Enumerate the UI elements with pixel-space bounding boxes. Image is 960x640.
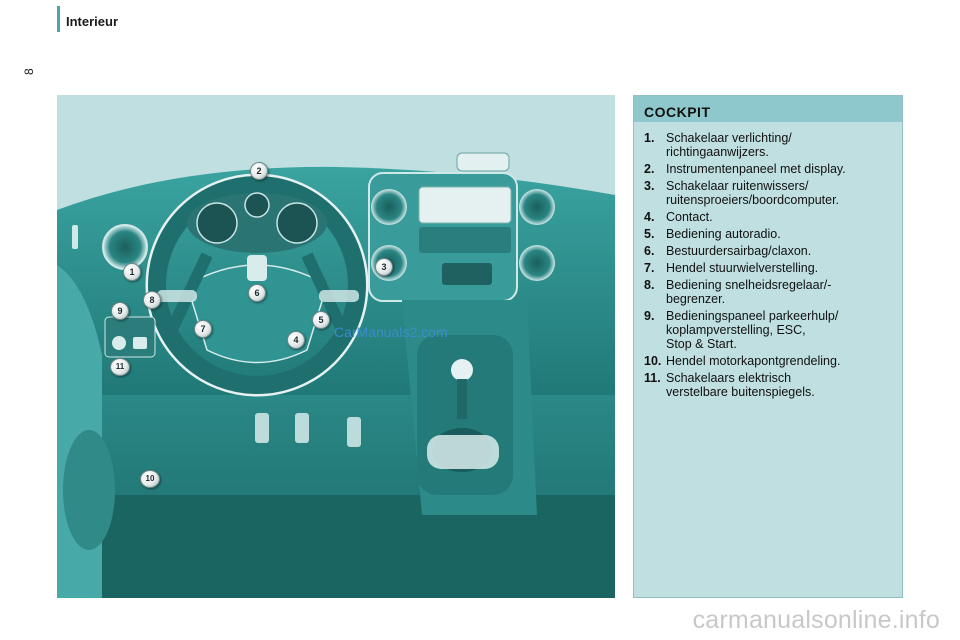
- legend-item: 2. Instrumentenpaneel met display.: [644, 162, 894, 176]
- legend-item-text: Bestuurdersairbag/claxon.: [666, 244, 812, 258]
- legend-item: 7. Hendel stuurwielverstelling.: [644, 261, 894, 275]
- legend-header: COCKPIT: [634, 96, 902, 122]
- legend-panel: COCKPIT 1. Schakelaar verlichting/ richti…: [633, 95, 903, 598]
- legend-item-number: 9.: [644, 309, 655, 323]
- legend-item-number: 8.: [644, 278, 655, 292]
- legend-item-text: Schakelaar ruitenwissers/ ruitensproeier…: [666, 179, 840, 207]
- callout-1: 1: [123, 263, 141, 281]
- legend-item-text: Schakelaar verlichting/ richtingaanwijze…: [666, 131, 792, 159]
- legend-item-number: 10.: [644, 354, 662, 368]
- legend-title: COCKPIT: [644, 104, 711, 120]
- legend-item: 11. Schakelaars elektrisch verstelbare bu…: [644, 371, 894, 399]
- page-number: 8: [22, 68, 36, 75]
- legend-item: 1. Schakelaar verlichting/ richtingaanwij…: [644, 131, 894, 159]
- cockpit-drawing: [57, 95, 615, 598]
- legend-item-number: 6.: [644, 244, 655, 258]
- legend-item: 9. Bedieningspaneel parkeerhulp/ koplampv…: [644, 309, 894, 351]
- callout-4: 4: [287, 331, 305, 349]
- header-accent-bar: [57, 6, 60, 32]
- legend-item-text: Contact.: [666, 210, 713, 224]
- cockpit-illustration: 1 2 3 4 5 6 7 8 9 10 11 CarManuals2.com: [57, 95, 615, 598]
- callout-6: 6: [248, 284, 266, 302]
- section-title: Interieur: [66, 14, 119, 29]
- callout-2: 2: [250, 162, 268, 180]
- callout-5: 5: [312, 311, 330, 329]
- legend-item-text: Hendel motorkapontgrendeling.: [666, 354, 841, 368]
- callout-8: 8: [143, 291, 161, 309]
- legend-item: 6. Bestuurdersairbag/claxon.: [644, 244, 894, 258]
- legend-item-text: Hendel stuurwielverstelling.: [666, 261, 819, 275]
- footer-watermark: carmanualsonline.info: [692, 606, 940, 634]
- legend-item-text: Bediening autoradio.: [666, 227, 781, 241]
- site-watermark: CarManuals2.com: [334, 324, 448, 340]
- callout-10: 10: [140, 470, 160, 488]
- callout-3: 3: [375, 258, 393, 276]
- legend-list: 1. Schakelaar verlichting/ richtingaanwij…: [634, 122, 902, 399]
- legend-item-number: 4.: [644, 210, 655, 224]
- callout-11: 11: [110, 358, 130, 376]
- legend-item: 8. Bediening snelheidsregelaar/- begrenze…: [644, 278, 894, 306]
- legend-item-text: Bedieningspaneel parkeerhulp/ koplampver…: [666, 309, 839, 351]
- legend-item-number: 1.: [644, 131, 655, 145]
- callout-7: 7: [194, 320, 212, 338]
- legend-item: 3. Schakelaar ruitenwissers/ ruitensproei…: [644, 179, 894, 207]
- legend-item-text: Instrumentenpaneel met display.: [666, 162, 846, 176]
- legend-item: 10. Hendel motorkapontgrendeling.: [644, 354, 894, 368]
- legend-item: 4. Contact.: [644, 210, 894, 224]
- legend-item-number: 11.: [644, 371, 661, 385]
- legend-item-number: 7.: [644, 261, 655, 275]
- legend-item-text: Bediening snelheidsregelaar/- begrenzer.: [666, 278, 832, 306]
- legend-item-text: Schakelaars elektrisch verstelbare buite…: [666, 371, 815, 399]
- legend-item-number: 2.: [644, 162, 655, 176]
- callout-9: 9: [111, 302, 129, 320]
- legend-item-number: 3.: [644, 179, 655, 193]
- legend-item-number: 5.: [644, 227, 655, 241]
- legend-item: 5. Bediening autoradio.: [644, 227, 894, 241]
